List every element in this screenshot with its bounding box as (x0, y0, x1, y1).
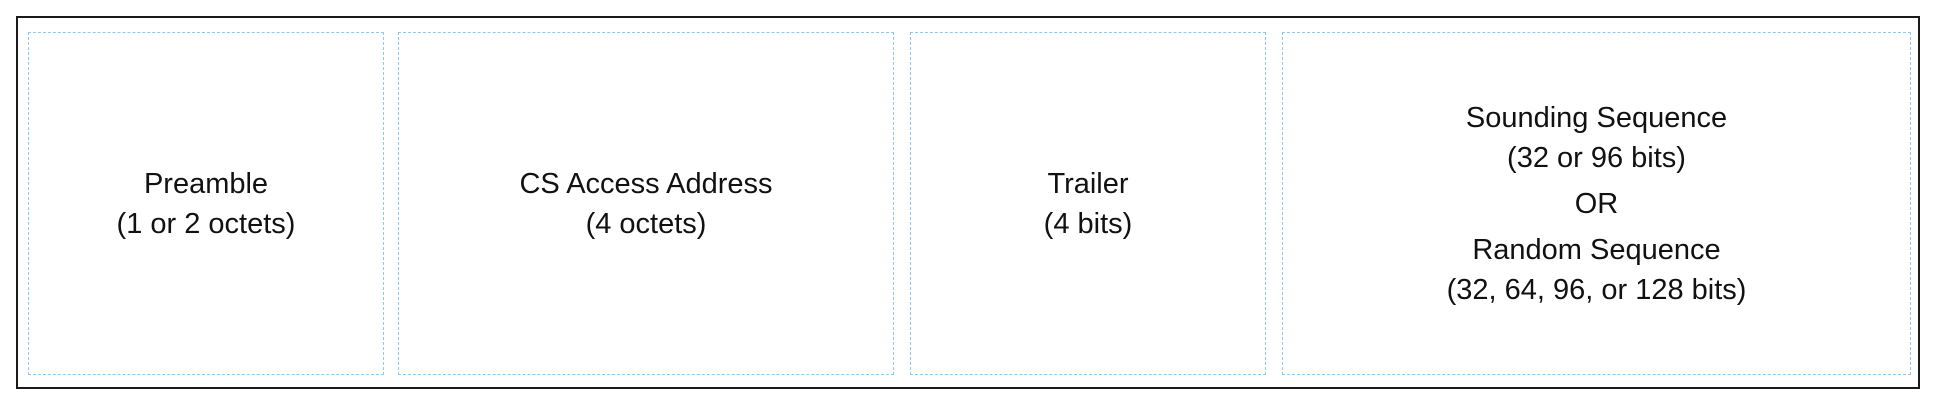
packet-frame (16, 16, 1920, 389)
field-cs-access-address-name: CS Access Address (519, 167, 773, 200)
field-sequence-or-separator: OR (1574, 187, 1619, 220)
field-trailer-name: Trailer (1047, 167, 1129, 200)
field-trailer-size: (4 bits) (1043, 207, 1133, 240)
field-random-sequence-size: (32, 64, 96, or 128 bits) (1446, 273, 1747, 306)
field-random-sequence-name: Random Sequence (1472, 233, 1721, 266)
field-preamble-size: (1 or 2 octets) (116, 207, 296, 240)
field-trailer: Trailer (4 bits) (910, 32, 1266, 375)
field-preamble-name: Preamble (143, 167, 269, 200)
field-sounding-sequence-name: Sounding Sequence (1465, 101, 1728, 134)
field-preamble: Preamble (1 or 2 octets) (28, 32, 384, 375)
field-sounding-sequence-size: (32 or 96 bits) (1507, 141, 1686, 174)
field-sequence: Sounding Sequence (32 or 96 bits) OR Ran… (1282, 32, 1911, 375)
field-cs-access-address: CS Access Address (4 octets) (398, 32, 894, 375)
field-cs-access-address-size: (4 octets) (585, 207, 707, 240)
